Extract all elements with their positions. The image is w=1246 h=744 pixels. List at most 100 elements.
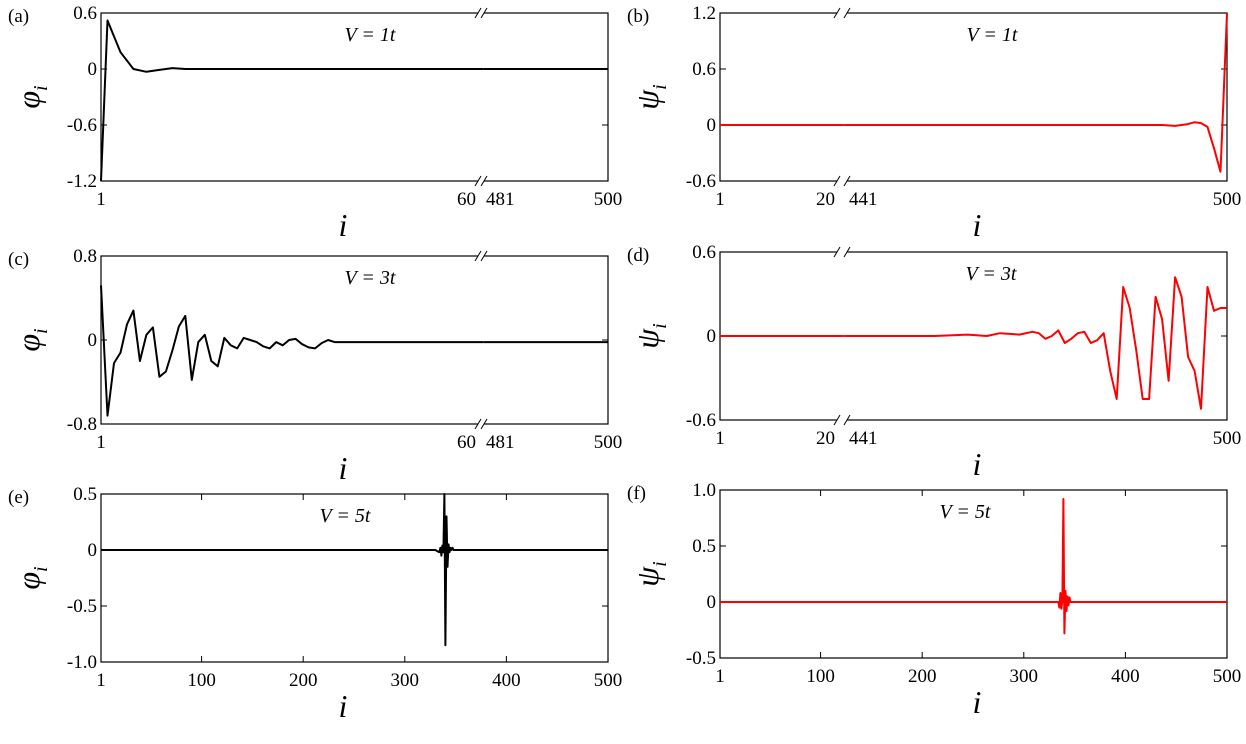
x-tick-label: 20	[816, 428, 835, 449]
y-axis-label: ψi	[629, 84, 671, 109]
x-tick-label: 481	[486, 189, 515, 210]
x-tick-label: 1	[715, 189, 725, 210]
y-axis-label: ψi	[629, 561, 671, 586]
x-tick-label: 500	[1213, 666, 1242, 687]
y-axis-subscript: i	[649, 323, 671, 329]
annotation: V = 1t	[345, 24, 396, 46]
x-tick-label: 400	[492, 670, 521, 691]
panel-label: (f)	[627, 483, 646, 504]
y-tick-label: 0.6	[692, 59, 716, 80]
y-axis-label: ψi	[629, 323, 671, 348]
y-tick-label: 1.2	[692, 3, 716, 24]
y-tick-label: -0.5	[686, 648, 716, 669]
y-axis-symbol: ψ	[629, 328, 665, 349]
series-line-segment-1	[101, 493, 608, 647]
y-tick-label: 0	[88, 330, 98, 351]
y-axis-subscript: i	[30, 328, 52, 334]
x-tick-label: 500	[1213, 189, 1242, 210]
y-axis-symbol: φ	[10, 91, 46, 109]
series-line-segment-1	[100, 285, 484, 417]
panel-label: (c)	[8, 249, 29, 270]
x-axis-label: i	[973, 446, 982, 482]
annotation: V = 5t	[940, 501, 991, 523]
x-tick-label: 500	[594, 432, 623, 453]
y-tick-label: -1.0	[67, 652, 97, 673]
x-axis-label: i	[339, 207, 348, 243]
x-tick-label: 300	[391, 670, 420, 691]
series-line-segment-1	[720, 498, 1227, 635]
x-tick-label: 200	[289, 670, 318, 691]
annotation: V = 5t	[320, 505, 371, 527]
y-axis-symbol: ψ	[629, 89, 665, 110]
series-line-segment-2	[844, 276, 1227, 410]
axis-break-mark	[833, 175, 841, 187]
y-tick-label: 0	[707, 326, 717, 347]
axis-break-mark	[843, 7, 851, 19]
axis-break-mark	[474, 7, 482, 19]
axis-break-mark	[833, 7, 841, 19]
plot-frame	[719, 12, 1228, 182]
axis-break-top-gap	[837, 249, 847, 255]
axis-break-mark	[480, 175, 488, 187]
axis-break-bottom-gap	[478, 421, 484, 427]
axis-break-mark	[843, 246, 851, 258]
y-axis-symbol: ψ	[629, 566, 665, 587]
y-tick-label: 0	[707, 592, 717, 613]
y-axis-symbol: φ	[10, 572, 46, 590]
axis-break-top-gap	[837, 10, 847, 16]
x-tick-label: 1	[96, 670, 106, 691]
x-tick-label: 60	[457, 189, 476, 210]
y-tick-label: 0.5	[73, 484, 97, 505]
y-tick-label: 0.8	[73, 246, 97, 267]
y-axis-subscript: i	[30, 85, 52, 91]
x-tick-label: 60	[457, 432, 476, 453]
y-tick-label: -0.6	[686, 171, 716, 192]
y-axis-label: φi	[10, 566, 52, 589]
y-tick-label: 0.6	[692, 242, 716, 263]
axis-break-bottom-gap	[837, 178, 847, 184]
axis-break-mark	[833, 246, 841, 258]
x-tick-label: 1	[96, 189, 106, 210]
axis-break-mark	[474, 250, 482, 262]
y-tick-label: 0	[88, 540, 98, 561]
y-axis-symbol: φ	[10, 334, 46, 352]
axis-break-mark	[480, 7, 488, 19]
x-tick-label: 100	[187, 670, 216, 691]
y-tick-label: -0.5	[67, 596, 97, 617]
axis-break-mark	[843, 175, 851, 187]
y-tick-label: -0.6	[67, 115, 97, 136]
annotation: V = 3t	[345, 267, 396, 289]
x-tick-label: 100	[806, 666, 835, 687]
y-axis-label: φi	[10, 85, 52, 108]
panel-label: (d)	[627, 245, 649, 266]
y-axis-subscript: i	[649, 561, 671, 567]
y-axis-subscript: i	[30, 566, 52, 572]
axis-break-bottom-gap	[837, 417, 847, 423]
x-tick-label: 200	[908, 666, 937, 687]
x-tick-label: 400	[1111, 666, 1140, 687]
x-tick-label: 20	[816, 189, 835, 210]
panel-label: (a)	[8, 6, 29, 27]
x-tick-label: 500	[594, 189, 623, 210]
series-line-segment-1	[100, 19, 484, 182]
axis-break-mark	[480, 250, 488, 262]
axis-break-bottom-gap	[478, 178, 484, 184]
y-tick-label: 1.0	[692, 480, 716, 501]
x-tick-label: 441	[849, 428, 878, 449]
y-tick-label: 0	[88, 59, 98, 80]
axis-break-mark	[474, 175, 482, 187]
panel-label: (b)	[627, 6, 649, 27]
panel-label: (e)	[8, 487, 29, 508]
y-tick-label: -1.2	[67, 171, 97, 192]
y-tick-label: -0.6	[686, 410, 716, 431]
plot-frame	[100, 12, 609, 182]
plot-frame	[100, 493, 609, 663]
y-tick-label: -0.8	[67, 414, 97, 435]
series-line-segment-2	[844, 12, 1228, 173]
axis-break-mark	[833, 414, 841, 426]
